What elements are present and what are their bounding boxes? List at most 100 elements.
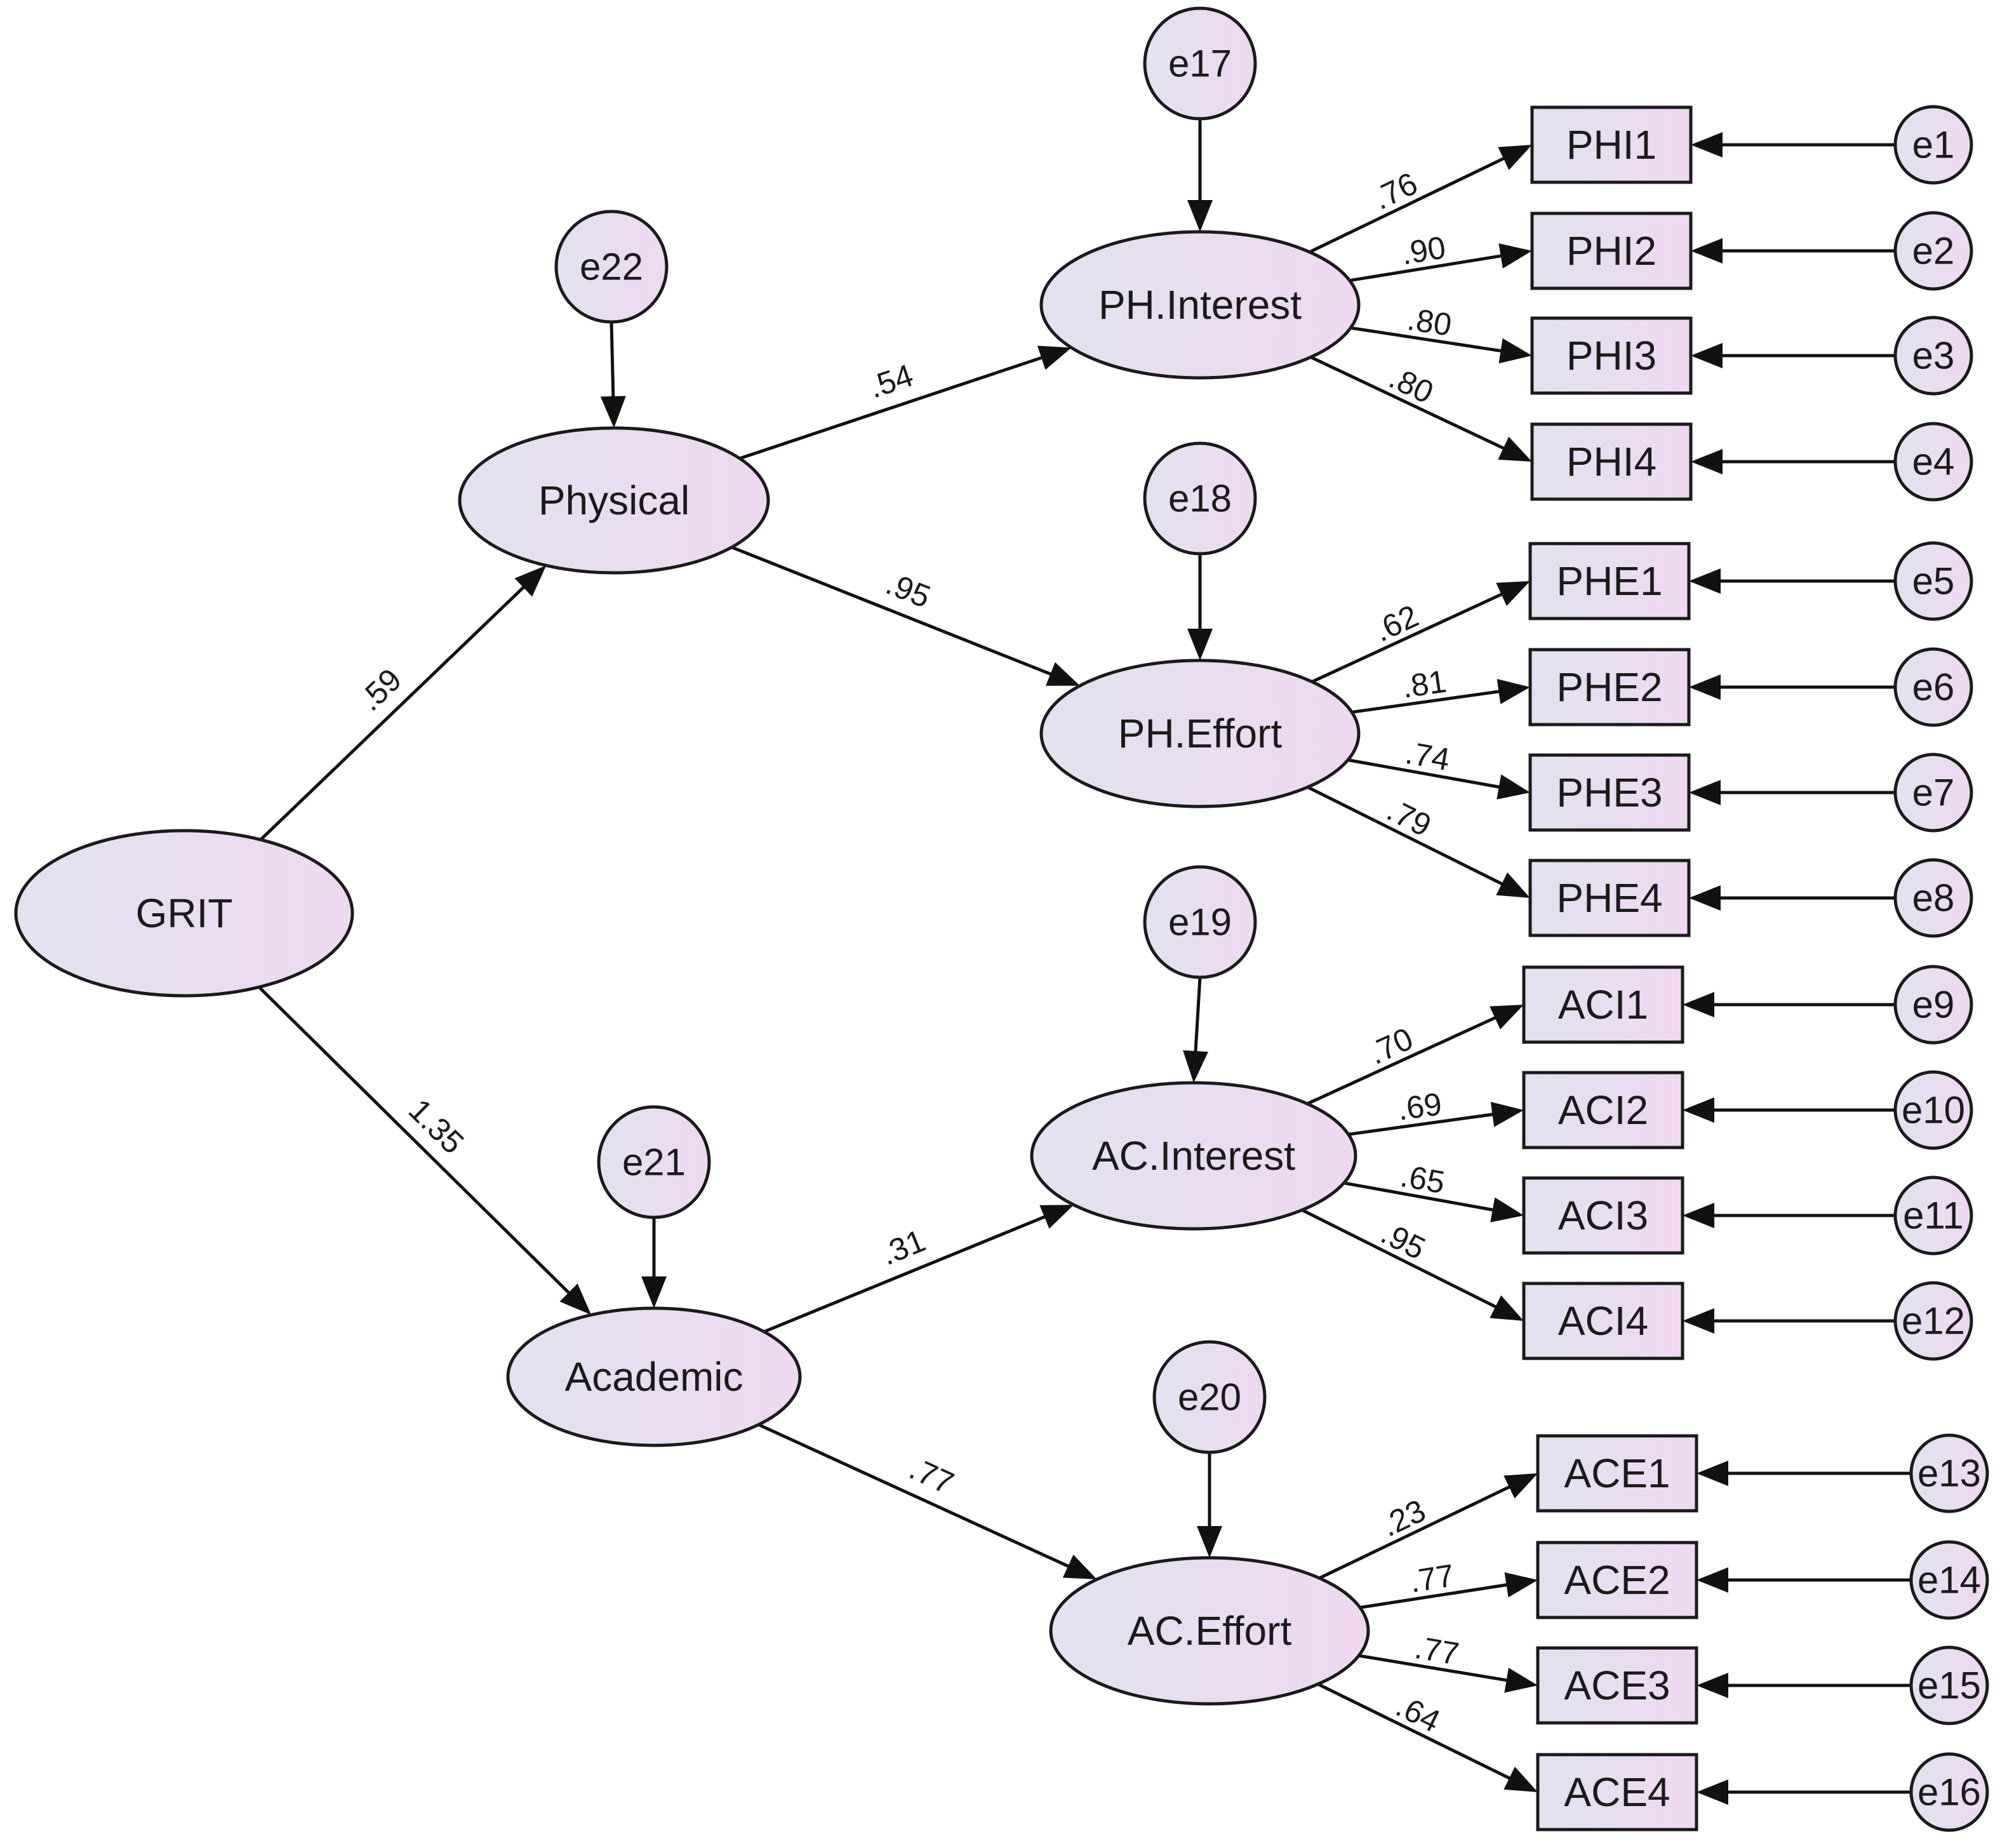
error-e9: e9 — [1893, 965, 1973, 1045]
svg-text:e22: e22 — [580, 246, 643, 288]
svg-text:ACE1: ACE1 — [1564, 1450, 1670, 1496]
loading-PHI3: .80 — [1405, 301, 1454, 343]
error-arrow-e2-arrowhead — [1691, 238, 1723, 264]
path-coef-grit-physical: .59 — [352, 662, 408, 718]
loading-ACE1: .23 — [1376, 1492, 1431, 1544]
svg-text:ACE4: ACE4 — [1564, 1769, 1670, 1815]
svg-text:e9: e9 — [1912, 984, 1955, 1026]
svg-text:ACI2: ACI2 — [1558, 1087, 1648, 1133]
loading-arrow-PHI2-arrowhead — [1498, 243, 1532, 269]
loading-arrow-PHI1 — [1309, 154, 1510, 254]
loading-arrow-PHI1-arrowhead — [1498, 145, 1532, 170]
loading-arrow-ACE1 — [1318, 1483, 1516, 1580]
svg-text:GRIT: GRIT — [136, 890, 233, 936]
disturbance-e21: e21 — [597, 1105, 711, 1219]
loading-arrow-ACE2 — [1359, 1582, 1513, 1609]
indicator-PHE1: PHE1 — [1528, 542, 1691, 620]
error-arrow-e14-arrowhead — [1697, 1567, 1728, 1593]
error-e6: e6 — [1893, 647, 1973, 727]
path-academic-to-ace-arrowhead — [1062, 1554, 1097, 1579]
latent-physical: Physical — [458, 426, 770, 575]
loading-ACI2: .69 — [1396, 1086, 1444, 1127]
latent-phe: PH.Effort — [1039, 659, 1361, 808]
svg-text:e11: e11 — [1903, 1195, 1964, 1237]
loading-arrow-PHI4-arrowhead — [1498, 436, 1532, 462]
svg-text:e2: e2 — [1912, 230, 1955, 272]
indicator-PHE4: PHE4 — [1528, 859, 1691, 937]
svg-text:ACE3: ACE3 — [1564, 1663, 1670, 1708]
indicator-ACE1: ACE1 — [1536, 1434, 1698, 1513]
svg-text:e6: e6 — [1912, 666, 1955, 709]
disturbance-e19: e19 — [1143, 865, 1257, 979]
error-arrow-e10-arrowhead — [1683, 1097, 1714, 1123]
svg-text:e21: e21 — [622, 1141, 686, 1184]
path-coef-grit-academic: 1.35 — [402, 1092, 471, 1161]
error-e1: e1 — [1893, 105, 1973, 185]
loading-arrow-ACE4-arrowhead — [1503, 1767, 1538, 1792]
loading-arrow-PHE2-arrowhead — [1497, 679, 1530, 704]
loading-arrow-PHI4 — [1310, 356, 1510, 453]
path-academic-to-ace — [757, 1423, 1075, 1570]
svg-text:PHI2: PHI2 — [1566, 228, 1657, 274]
svg-text:AC.Effort: AC.Effort — [1128, 1608, 1292, 1654]
svg-text:Academic: Academic — [565, 1354, 743, 1400]
error-e3: e3 — [1893, 316, 1973, 396]
error-arrow-e16-arrowhead — [1697, 1779, 1728, 1805]
path-coef-academic-aci: .31 — [876, 1222, 931, 1272]
loading-arrow-ACI3-arrowhead — [1490, 1197, 1524, 1222]
loading-ACE3: .77 — [1412, 1630, 1462, 1672]
disturbance-e18: e18 — [1143, 441, 1257, 556]
indicator-PHE3: PHE3 — [1528, 753, 1691, 832]
latent-aci: AC.Interest — [1030, 1081, 1357, 1231]
loading-arrow-ACI1 — [1306, 1014, 1502, 1106]
loading-arrow-PHI2 — [1349, 253, 1507, 283]
svg-text:e19: e19 — [1168, 901, 1232, 944]
loading-arrow-PHE2 — [1351, 689, 1505, 714]
loading-arrow-ACI1-arrowhead — [1490, 1005, 1524, 1029]
loading-PHE1: .62 — [1369, 598, 1424, 649]
loading-arrow-ACE3-arrowhead — [1504, 1668, 1538, 1693]
loading-arrow-ACI2 — [1348, 1112, 1499, 1136]
path-physical-to-phi-arrowhead — [1037, 345, 1072, 370]
svg-text:AC.Interest: AC.Interest — [1092, 1133, 1295, 1179]
loading-PHE4: .79 — [1382, 792, 1437, 843]
svg-text:ACI3: ACI3 — [1558, 1193, 1648, 1238]
svg-text:e15: e15 — [1917, 1664, 1981, 1707]
error-e14: e14 — [1909, 1540, 1989, 1620]
error-arrow-e3-arrowhead — [1691, 343, 1723, 368]
loading-arrow-PHI3 — [1350, 326, 1507, 354]
error-arrow-e15-arrowhead — [1697, 1673, 1728, 1698]
loading-arrow-ACI3 — [1343, 1181, 1500, 1213]
error-e11: e11 — [1893, 1175, 1973, 1255]
svg-text:e20: e20 — [1178, 1376, 1241, 1419]
path-physical-to-phe-arrowhead — [1046, 662, 1080, 686]
latent-phi: PH.Interest — [1039, 230, 1361, 380]
disturbance-arrow-e22-arrowhead — [600, 396, 626, 428]
svg-text:e12: e12 — [1902, 1300, 1965, 1342]
indicator-ACI4: ACI4 — [1522, 1282, 1684, 1360]
disturbance-arrow-e20-arrowhead — [1197, 1526, 1222, 1558]
indicator-PHI1: PHI1 — [1530, 105, 1693, 184]
loading-arrow-ACE4 — [1317, 1682, 1516, 1783]
svg-text:e7: e7 — [1912, 772, 1955, 814]
loading-arrow-PHE1 — [1311, 590, 1508, 683]
loading-PHE3: .74 — [1403, 735, 1452, 777]
indicator-ACE2: ACE2 — [1536, 1541, 1698, 1619]
svg-text:e4: e4 — [1912, 441, 1955, 483]
svg-text:PHI3: PHI3 — [1566, 333, 1657, 378]
svg-text:PH.Interest: PH.Interest — [1098, 282, 1302, 328]
error-e7: e7 — [1893, 753, 1973, 833]
svg-text:PHE4: PHE4 — [1556, 875, 1662, 921]
disturbance-arrow-e19-arrowhead — [1183, 1050, 1208, 1083]
error-e8: e8 — [1893, 858, 1973, 938]
indicator-ACI1: ACI1 — [1522, 965, 1684, 1044]
error-arrow-e11-arrowhead — [1683, 1203, 1714, 1228]
loading-ACE4: .64 — [1390, 1688, 1446, 1739]
svg-text:e18: e18 — [1168, 478, 1232, 520]
disturbance-arrow-e18-arrowhead — [1187, 629, 1213, 660]
error-e10: e10 — [1893, 1070, 1973, 1150]
svg-text:PHE3: PHE3 — [1556, 770, 1662, 815]
svg-text:ACI4: ACI4 — [1558, 1298, 1648, 1344]
